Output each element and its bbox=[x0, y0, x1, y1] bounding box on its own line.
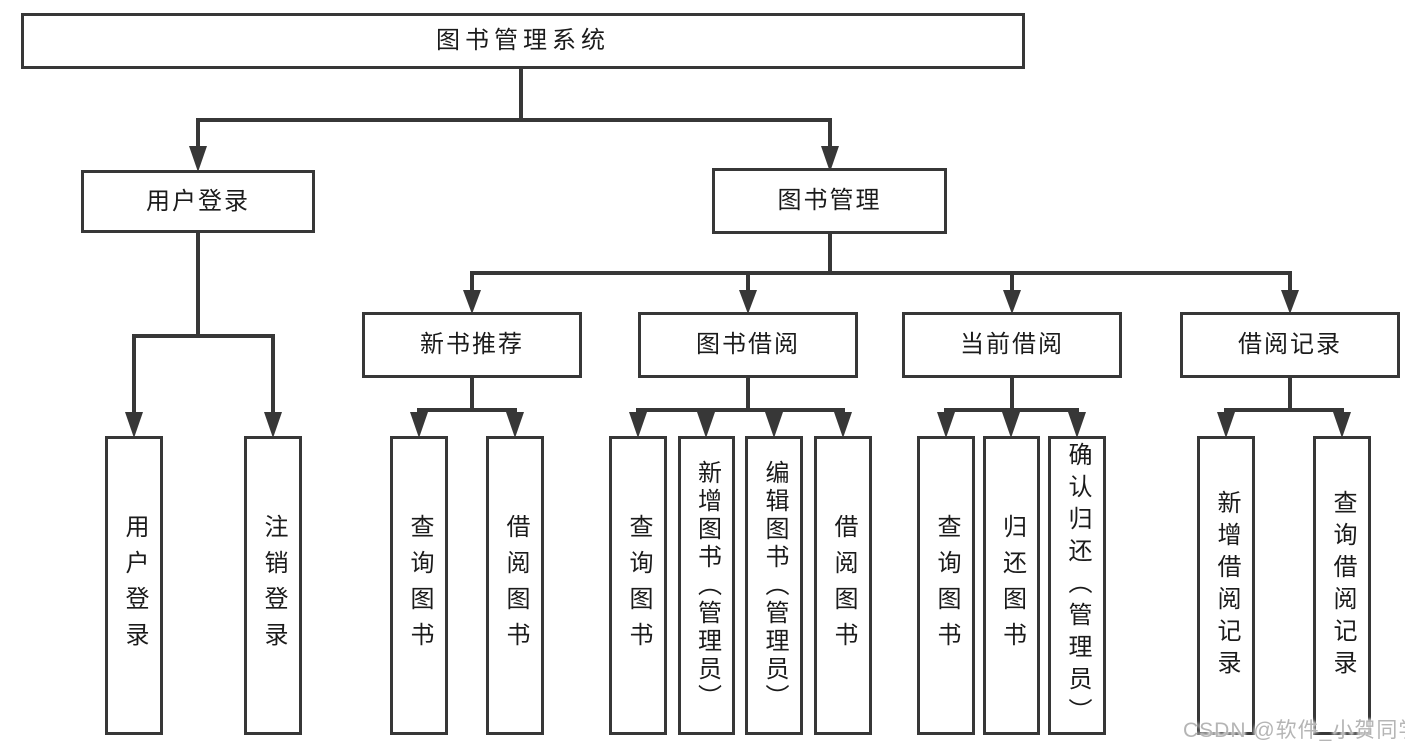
arrowhead-leaf-edit-book bbox=[765, 412, 783, 438]
node-new-book-recommend: 新书推荐 bbox=[362, 312, 582, 378]
arrowhead-current-borrow bbox=[1003, 290, 1021, 314]
arrowhead-leaf-logout bbox=[264, 412, 282, 438]
arrowhead-leaf-query-books-1 bbox=[410, 412, 428, 438]
csdn-watermark: CSDN @软件_小贺同学 bbox=[1183, 719, 1405, 742]
leaf-query-borrow-record: 查询借阅记录 bbox=[1313, 436, 1371, 735]
arrowhead-leaf-query-record bbox=[1333, 412, 1351, 438]
node-root-title: 图书管理系统 bbox=[21, 13, 1025, 69]
arrowhead-leaf-query-books-2 bbox=[629, 412, 647, 438]
arrowhead-leaf-query-books-3 bbox=[937, 412, 955, 438]
leaf-user-login: 用户登录 bbox=[105, 436, 163, 735]
leaf-edit-book-admin: 编辑图书（管理员） bbox=[745, 436, 803, 735]
arrowhead-leaf-return-book bbox=[1002, 412, 1020, 438]
arrowhead-user-login bbox=[189, 146, 207, 172]
arrowhead-book-borrow bbox=[739, 290, 757, 314]
arrowhead-leaf-borrow-books-2 bbox=[834, 412, 852, 438]
arrowhead-new-book-recommend bbox=[463, 290, 481, 314]
leaf-query-books-current: 查询图书 bbox=[917, 436, 975, 735]
leaf-borrow-books-borrow: 借阅图书 bbox=[814, 436, 872, 735]
node-book-management: 图书管理 bbox=[712, 168, 947, 234]
arrowhead-leaf-borrow-books-1 bbox=[506, 412, 524, 438]
connector-arrowheads bbox=[125, 146, 1351, 438]
node-book-borrow: 图书借阅 bbox=[638, 312, 858, 378]
arrowhead-leaf-add-record bbox=[1217, 412, 1235, 438]
node-user-login: 用户登录 bbox=[81, 170, 315, 233]
leaf-query-books-borrow: 查询图书 bbox=[609, 436, 667, 735]
arrowhead-leaf-user-login bbox=[125, 412, 143, 438]
leaf-borrow-books-recommend: 借阅图书 bbox=[486, 436, 544, 735]
arrowhead-book-management bbox=[821, 146, 839, 172]
leaf-logout: 注销登录 bbox=[244, 436, 302, 735]
node-current-borrow: 当前借阅 bbox=[902, 312, 1122, 378]
leaf-confirm-return-admin: 确认归还（管理员） bbox=[1048, 436, 1106, 735]
arrowhead-borrow-records bbox=[1281, 290, 1299, 314]
arrowhead-leaf-confirm-return bbox=[1068, 412, 1086, 438]
leaf-add-borrow-record: 新增借阅记录 bbox=[1197, 436, 1255, 735]
leaf-query-books-recommend: 查询图书 bbox=[390, 436, 448, 735]
node-borrow-records: 借阅记录 bbox=[1180, 312, 1400, 378]
arrowhead-leaf-add-book bbox=[697, 412, 715, 438]
leaf-add-book-admin: 新增图书（管理员） bbox=[678, 436, 735, 735]
leaf-return-book: 归还图书 bbox=[983, 436, 1040, 735]
